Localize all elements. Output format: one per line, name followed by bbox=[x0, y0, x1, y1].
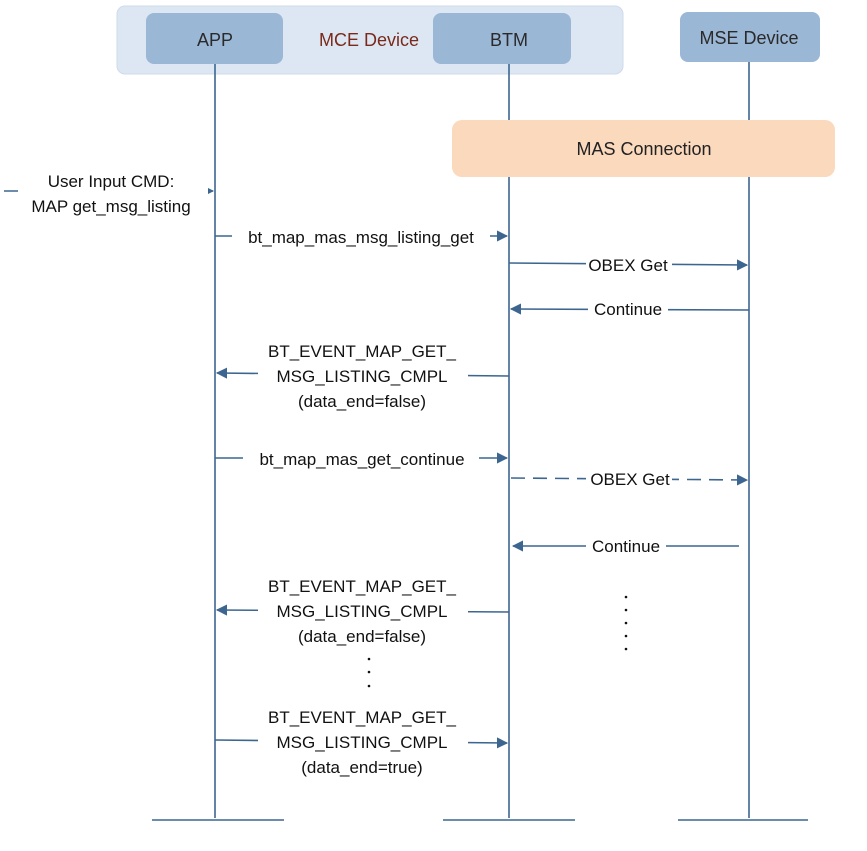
participant-mse-label: MSE Device bbox=[699, 28, 798, 48]
message-label: Continue bbox=[592, 537, 660, 556]
participant-btm[interactable]: BTM bbox=[433, 13, 571, 64]
message-get-continue: bt_map_mas_get_continue bbox=[215, 447, 509, 469]
user-input-message: User Input CMD: MAP get_msg_listing bbox=[4, 168, 215, 220]
message-label: Continue bbox=[594, 300, 662, 319]
message-label: OBEX Get bbox=[588, 256, 668, 275]
message-label-line-3: (data_end=true) bbox=[301, 758, 422, 777]
message-label-line-1: BT_EVENT_MAP_GET_ bbox=[268, 577, 457, 596]
message-obex-get-1: OBEX Get bbox=[508, 253, 749, 275]
participant-btm-label: BTM bbox=[490, 30, 528, 50]
message-continue-2: Continue bbox=[511, 535, 739, 557]
user-input-line-1: User Input CMD: bbox=[48, 172, 175, 191]
message-label-line-2: MSG_LISTING_CMPL bbox=[277, 733, 448, 752]
participant-app-label: APP bbox=[197, 30, 233, 50]
mas-connection-box: MAS Connection bbox=[452, 120, 835, 177]
message-continue-1: Continue bbox=[509, 298, 750, 320]
user-input-line-2: MAP get_msg_listing bbox=[31, 197, 190, 216]
message-label-line-1: BT_EVENT_MAP_GET_ bbox=[268, 342, 457, 361]
message-label-line-3: (data_end=false) bbox=[298, 627, 426, 646]
continuation-dots-btm-mse bbox=[624, 595, 628, 651]
message-label-line-1: BT_EVENT_MAP_GET_ bbox=[268, 708, 457, 727]
message-event-cmpl-2: BT_EVENT_MAP_GET_ MSG_LISTING_CMPL (data… bbox=[215, 577, 510, 646]
message-label-line-2: MSG_LISTING_CMPL bbox=[277, 367, 448, 386]
message-event-cmpl-final: BT_EVENT_MAP_GET_ MSG_LISTING_CMPL (data… bbox=[214, 708, 509, 777]
message-label: bt_map_mas_get_continue bbox=[259, 450, 464, 469]
participant-mse[interactable]: MSE Device bbox=[680, 12, 820, 62]
mce-device-label: MCE Device bbox=[319, 30, 419, 50]
participant-app[interactable]: APP bbox=[146, 13, 283, 64]
continuation-dots-app-btm bbox=[367, 657, 371, 688]
message-label-line-2: MSG_LISTING_CMPL bbox=[277, 602, 448, 621]
message-label: bt_map_mas_msg_listing_get bbox=[248, 228, 474, 247]
message-label: OBEX Get bbox=[590, 470, 670, 489]
mas-connection-label: MAS Connection bbox=[576, 139, 711, 159]
message-msg-listing-get: bt_map_mas_msg_listing_get bbox=[215, 225, 509, 247]
message-event-cmpl-1: BT_EVENT_MAP_GET_ MSG_LISTING_CMPL (data… bbox=[215, 342, 510, 411]
message-label-line-3: (data_end=false) bbox=[298, 392, 426, 411]
message-obex-get-2: OBEX Get bbox=[510, 468, 749, 490]
